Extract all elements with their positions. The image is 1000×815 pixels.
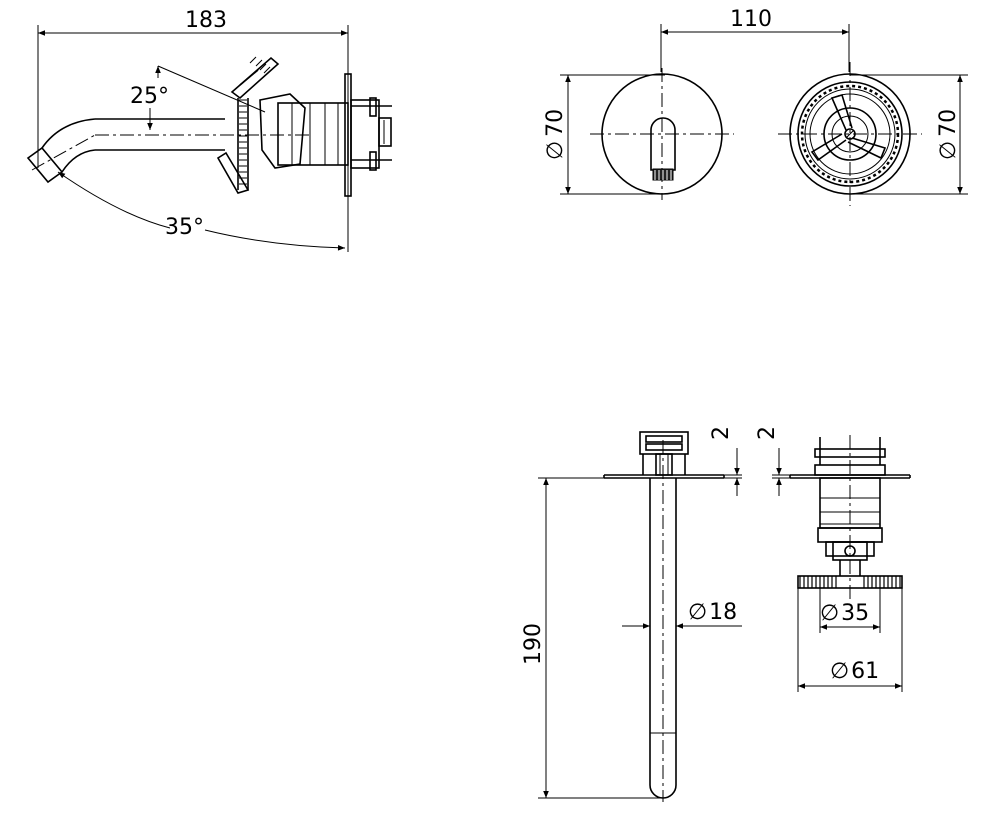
side-spout xyxy=(26,118,310,184)
svg-text:∅61: ∅61 xyxy=(830,659,879,684)
dim-spout-plate-thickness: 2 xyxy=(709,426,734,440)
dim-handle-plate-diameter: 70 xyxy=(936,109,961,137)
side-view: 183 25° 35° xyxy=(26,8,392,252)
svg-text:∅35: ∅35 xyxy=(820,601,869,626)
svg-text:∅70: ∅ 70 xyxy=(936,109,961,160)
dim-overall-length: 183 xyxy=(185,8,227,33)
dim-handle-wheel-diameter: 61 xyxy=(851,659,879,684)
side-handle-wheel xyxy=(216,56,280,194)
svg-text:∅18: ∅18 xyxy=(688,600,737,625)
front-spout-plate: ∅ 70 xyxy=(543,68,734,200)
dim-spout-diameter: 18 xyxy=(709,600,737,625)
top-view-handle: 2 ∅35 ∅61 xyxy=(755,426,911,692)
diameter-symbol: ∅ xyxy=(830,659,849,684)
side-valve-body xyxy=(259,93,349,169)
dim-angle-lower: 35° xyxy=(165,215,204,240)
dim-spout-plate-diameter: 70 xyxy=(543,109,568,137)
diameter-symbol: ∅ xyxy=(936,141,961,160)
top-view-spout: 2 ∅18 190 xyxy=(521,426,742,802)
diameter-symbol: ∅ xyxy=(688,600,707,625)
dim-handle-stem-diameter: 35 xyxy=(841,601,869,626)
front-handle-wheel: ∅ 70 xyxy=(778,62,968,206)
front-view: 110 ∅ 70 xyxy=(543,7,968,206)
diameter-symbol: ∅ xyxy=(543,141,568,160)
dim-spout-length: 190 xyxy=(521,623,546,665)
dim-handle-plate-thickness: 2 xyxy=(755,426,780,440)
dim-centre-distance: 110 xyxy=(730,7,772,32)
dim-angle-upper: 25° xyxy=(130,84,169,109)
svg-text:∅70: ∅ 70 xyxy=(543,109,568,160)
diameter-symbol: ∅ xyxy=(820,601,839,626)
side-wall-plate xyxy=(344,73,392,197)
